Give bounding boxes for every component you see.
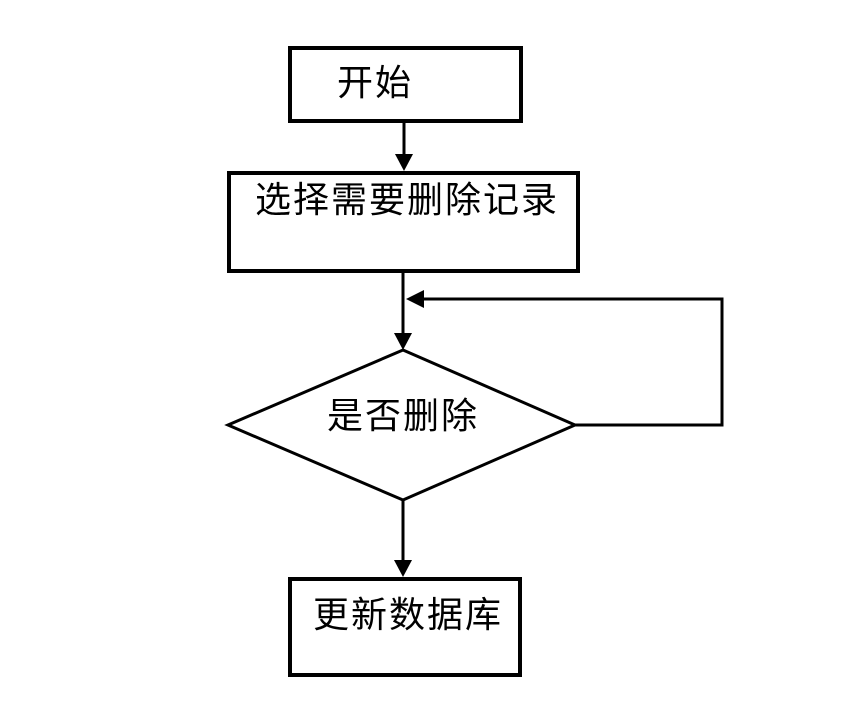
node-select-records-label: 选择需要删除记录 bbox=[255, 180, 560, 220]
node-start: 开始 bbox=[288, 46, 523, 123]
loop-back-line bbox=[424, 297, 724, 427]
loop-back-arrowhead bbox=[406, 290, 424, 308]
arrow-select-to-decision-head bbox=[394, 333, 412, 350]
node-start-label: 开始 bbox=[337, 63, 414, 103]
arrow-decision-to-update-head bbox=[394, 560, 412, 577]
node-select-records: 选择需要删除记录 bbox=[227, 171, 580, 273]
node-update-database: 更新数据库 bbox=[288, 577, 522, 677]
node-update-database-label: 更新数据库 bbox=[313, 595, 504, 635]
node-decision-label: 是否删除 bbox=[327, 396, 480, 436]
arrow-start-to-select-head bbox=[395, 154, 413, 171]
